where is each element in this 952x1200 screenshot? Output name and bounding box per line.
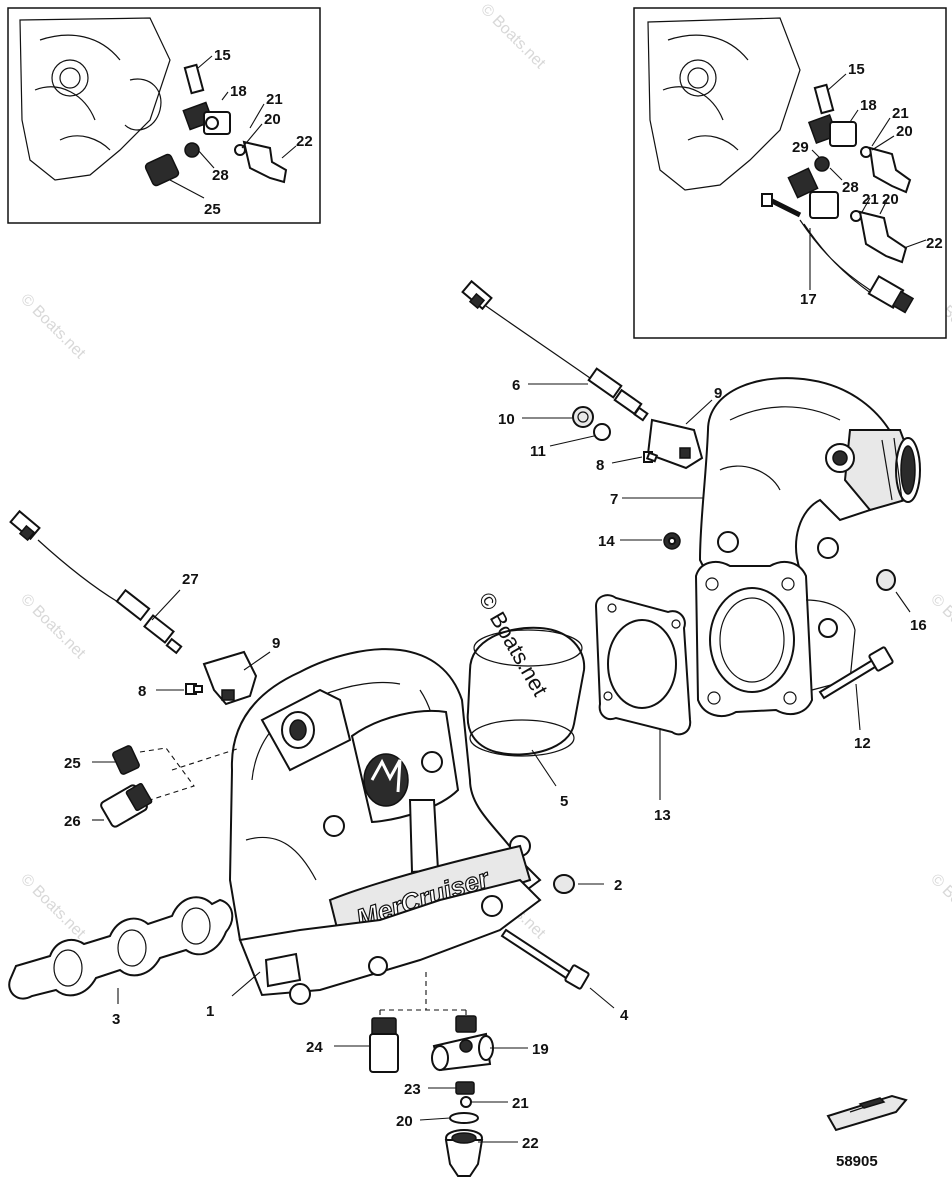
callout-10: 10 bbox=[498, 411, 515, 428]
callout-26: 26 bbox=[64, 813, 81, 830]
callout-17: 17 bbox=[800, 291, 817, 308]
callout-5: 5 bbox=[560, 793, 568, 810]
watermark-text: © Boats.net bbox=[927, 591, 952, 663]
callout-19: 19 bbox=[532, 1041, 549, 1058]
part-14-nut bbox=[663, 532, 681, 550]
leader-lines bbox=[92, 383, 911, 1143]
part-2-plug bbox=[553, 874, 575, 894]
callout-13: 13 bbox=[654, 807, 671, 824]
part-21-ball bbox=[460, 1096, 472, 1108]
part-16-plug bbox=[876, 569, 896, 591]
callout-28: 28 bbox=[212, 167, 229, 184]
callout-4: 4 bbox=[620, 1007, 629, 1024]
watermark-text: © Boats.net bbox=[17, 291, 89, 363]
callout-18: 18 bbox=[860, 97, 877, 114]
part-24-fitting bbox=[369, 1017, 399, 1073]
part-12-bolt bbox=[818, 646, 894, 700]
part-6-sensor bbox=[461, 279, 649, 422]
callout-1: 1 bbox=[206, 1003, 214, 1020]
watermark-text: © Boats.net bbox=[17, 591, 89, 663]
callout-12: 12 bbox=[854, 735, 871, 752]
callout-25: 25 bbox=[204, 201, 221, 218]
part-4-bolt bbox=[500, 928, 590, 990]
callout-29: 29 bbox=[792, 139, 809, 156]
callout-15: 15 bbox=[214, 47, 231, 64]
callout-21: 21 bbox=[266, 91, 283, 108]
callout-20: 20 bbox=[396, 1113, 413, 1130]
callout-21: 21 bbox=[892, 105, 909, 122]
callout-20: 20 bbox=[882, 191, 899, 208]
part-3-exhaust-gasket bbox=[8, 896, 234, 1000]
callout-8: 8 bbox=[138, 683, 146, 700]
part-8-upper-screw bbox=[643, 451, 659, 463]
part-1-exhaust-manifold: MerCruiser bbox=[228, 648, 542, 1005]
part-7-exhaust-elbow bbox=[694, 377, 921, 717]
callout-9: 9 bbox=[714, 385, 722, 402]
part-11-washer bbox=[593, 423, 611, 441]
callout-25: 25 bbox=[64, 755, 81, 772]
part-5-sleeve bbox=[466, 626, 586, 757]
part-20-oring bbox=[449, 1112, 479, 1124]
callout-7: 7 bbox=[610, 491, 618, 508]
callout-15: 15 bbox=[848, 61, 865, 78]
callout-6: 6 bbox=[512, 377, 520, 394]
watermark-text: © Boats.net bbox=[477, 1, 549, 73]
callout-2: 2 bbox=[614, 877, 622, 894]
callout-24: 24 bbox=[306, 1039, 323, 1056]
boat-icon bbox=[826, 1094, 908, 1132]
callout-8: 8 bbox=[596, 457, 604, 474]
part-13-gasket bbox=[594, 594, 692, 736]
part-22-cap bbox=[444, 1129, 484, 1177]
callout-20: 20 bbox=[896, 123, 913, 140]
callout-14: 14 bbox=[598, 533, 615, 550]
part-25-plug bbox=[112, 745, 140, 775]
drawing-number: 58905 bbox=[836, 1153, 878, 1170]
callout-16: 16 bbox=[910, 617, 927, 634]
callout-9: 9 bbox=[272, 635, 280, 652]
callout-11: 11 bbox=[530, 443, 546, 460]
inset-left: 15 18 21 20 22 28 25 bbox=[7, 7, 321, 224]
callout-18: 18 bbox=[230, 83, 247, 100]
callout-28: 28 bbox=[842, 179, 859, 196]
callout-23: 23 bbox=[404, 1081, 421, 1098]
part-9-upper-shield bbox=[646, 418, 704, 470]
part-9-lower-shield bbox=[202, 650, 258, 706]
inset-right: 15 18 21 20 29 28 21 20 22 17 bbox=[633, 7, 947, 339]
part-26-fitting bbox=[100, 782, 153, 828]
part-10-plug bbox=[572, 406, 594, 428]
inset-left-frame bbox=[7, 7, 321, 224]
callout-21: 21 bbox=[512, 1095, 529, 1112]
callout-22: 22 bbox=[296, 133, 313, 150]
callout-labels: 1 2 3 4 5 6 7 8 8 9 9 10 11 12 13 14 16 … bbox=[64, 377, 927, 1152]
watermark-text: © Boats.net bbox=[17, 871, 89, 943]
part-19-tee-fitting bbox=[431, 1015, 494, 1072]
part-8-lower-screw bbox=[185, 683, 203, 695]
watermark-text: © Boats.net bbox=[927, 871, 952, 943]
callout-22: 22 bbox=[522, 1135, 539, 1152]
part-23-plug bbox=[455, 1081, 475, 1095]
part-27-sensor bbox=[9, 509, 183, 655]
callout-27: 27 bbox=[182, 571, 199, 588]
callout-21: 21 bbox=[862, 191, 879, 208]
callout-20: 20 bbox=[264, 111, 281, 128]
callout-22: 22 bbox=[926, 235, 943, 252]
callout-3: 3 bbox=[112, 1011, 120, 1028]
